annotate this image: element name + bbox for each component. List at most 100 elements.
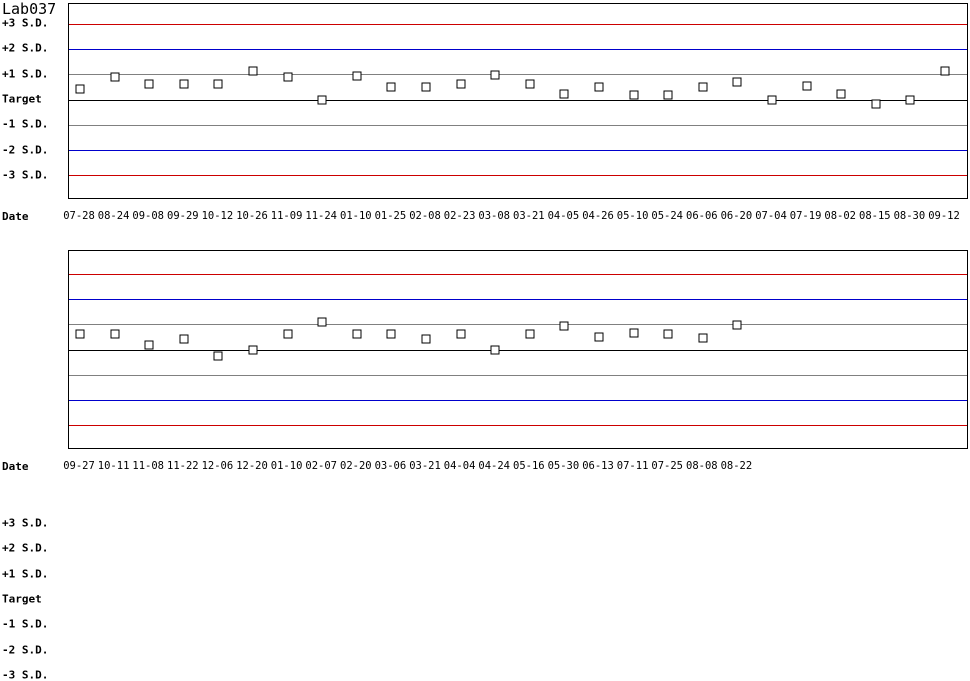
data-point-marker	[144, 340, 154, 350]
gridline-2-s-d	[69, 150, 967, 152]
data-point-marker	[421, 334, 431, 344]
y-axis-label-1-s-d: -1 S.D.	[2, 617, 49, 631]
date-tick-label: 08-24	[97, 210, 130, 222]
y-axis-label-3-s-d: +3 S.D.	[2, 16, 49, 30]
date-tick-label: 02-20	[339, 460, 372, 472]
gridline-target	[69, 349, 967, 351]
page-title: Lab037	[2, 0, 57, 18]
date-tick-label: 05-16	[512, 460, 545, 472]
data-point-marker	[871, 99, 881, 109]
y-axis-labels-top: +3 S.D.+2 S.D.+1 S.D.Target-1 S.D.-2 S.D…	[0, 0, 68, 200]
data-point-marker	[594, 332, 604, 342]
date-tick-label: 09-12	[928, 210, 960, 222]
data-point-marker	[283, 72, 293, 82]
gridline-target	[69, 99, 967, 101]
date-tick-label: 08-30	[893, 210, 926, 222]
date-tick-label: 10-12	[201, 210, 234, 222]
date-tick-label: 09-27	[63, 460, 95, 472]
data-point-marker	[663, 90, 673, 100]
date-tick-label: 02-07	[305, 460, 337, 472]
y-axis-label-3-s-d: -3 S.D.	[2, 668, 49, 681]
gridline-3-s-d	[69, 175, 967, 177]
gridline-3-s-d	[69, 273, 967, 275]
date-tick-label: 02-08	[409, 210, 441, 222]
date-tick-label: 06-20	[720, 210, 753, 222]
data-point-marker	[248, 345, 258, 355]
date-tick-label: 07-28	[63, 210, 95, 222]
date-tick-label: 03-06	[374, 460, 407, 472]
date-tick-label: 10-11	[97, 460, 130, 472]
plot-area-top	[68, 3, 968, 199]
date-tick-label: 11-22	[166, 460, 199, 472]
gridline-2-s-d	[69, 400, 967, 402]
date-tick-label: 01-10	[339, 210, 372, 222]
data-point-marker	[248, 66, 258, 76]
date-tick-label: 04-05	[547, 210, 580, 222]
data-point-marker	[490, 345, 500, 355]
gridline-3-s-d	[69, 425, 967, 427]
date-tick-label: 05-24	[651, 210, 683, 222]
y-axis-label-1-s-d: +1 S.D.	[2, 567, 49, 581]
y-axis-label-1-s-d: +1 S.D.	[2, 67, 49, 81]
date-tick-label: 08-08	[685, 460, 718, 472]
y-axis-label-1-s-d: -1 S.D.	[2, 117, 49, 131]
chart-panel-top: Lab037 +3 S.D.+2 S.D.+1 S.D.Target-1 S.D…	[0, 0, 970, 200]
date-axis-caption: Date	[2, 460, 29, 473]
date-tick-label: 09-08	[132, 210, 164, 222]
date-tick-label: 07-25	[651, 460, 683, 472]
data-point-marker	[179, 79, 189, 89]
data-point-marker	[213, 79, 223, 89]
gridline-1-s-d	[69, 324, 967, 326]
data-point-marker	[629, 328, 639, 338]
date-tick-label: 09-29	[166, 210, 199, 222]
y-axis-label-2-s-d: +2 S.D.	[2, 541, 49, 555]
gridline-2-s-d	[69, 298, 967, 300]
date-tick-label: 08-22	[720, 460, 753, 472]
data-point-marker	[525, 79, 535, 89]
date-tick-label: 03-21	[512, 210, 545, 222]
y-axis-label-3-s-d: -3 S.D.	[2, 168, 49, 182]
y-axis-label-2-s-d: -2 S.D.	[2, 643, 49, 657]
data-point-marker	[732, 77, 742, 87]
data-point-marker	[490, 70, 500, 80]
chart-panel-bottom: +3 S.D.+2 S.D.+1 S.D.Target-1 S.D.-2 S.D…	[0, 250, 970, 681]
y-axis-label-2-s-d: +2 S.D.	[2, 41, 49, 55]
data-point-marker	[663, 329, 673, 339]
data-point-marker	[317, 95, 327, 105]
data-point-marker	[456, 79, 466, 89]
plot-area-bottom	[68, 250, 968, 449]
date-tick-label: 08-15	[858, 210, 891, 222]
data-point-marker	[213, 351, 223, 361]
date-tick-label: 07-19	[789, 210, 822, 222]
date-tick-label: 07-11	[616, 460, 649, 472]
data-point-marker	[456, 329, 466, 339]
data-point-marker	[732, 320, 742, 330]
data-point-marker	[75, 329, 85, 339]
data-point-marker	[179, 334, 189, 344]
data-point-marker	[594, 82, 604, 92]
data-point-marker	[767, 95, 777, 105]
date-tick-label: 12-06	[201, 460, 234, 472]
data-point-marker	[698, 82, 708, 92]
data-point-marker	[317, 317, 327, 327]
date-tick-label: 05-30	[547, 460, 580, 472]
gridline-1-s-d	[69, 74, 967, 76]
date-tick-label: 01-25	[374, 210, 407, 222]
data-point-marker	[940, 66, 950, 76]
date-tick-label: 08-02	[824, 210, 856, 222]
gridline-3-s-d	[69, 23, 967, 25]
data-point-marker	[802, 81, 812, 91]
date-tick-label: 02-23	[443, 210, 476, 222]
date-axis-caption: Date	[2, 210, 29, 223]
data-point-marker	[629, 90, 639, 100]
date-tick-label: 07-04	[755, 210, 787, 222]
date-tick-label: 04-04	[443, 460, 476, 472]
y-axis-label-2-s-d: -2 S.D.	[2, 143, 49, 157]
date-tick-label: 12-20	[236, 460, 268, 472]
date-tick-label: 10-26	[236, 210, 268, 222]
gridline-1-s-d	[69, 124, 967, 126]
date-tick-label: 01-10	[270, 460, 303, 472]
data-point-marker	[283, 329, 293, 339]
